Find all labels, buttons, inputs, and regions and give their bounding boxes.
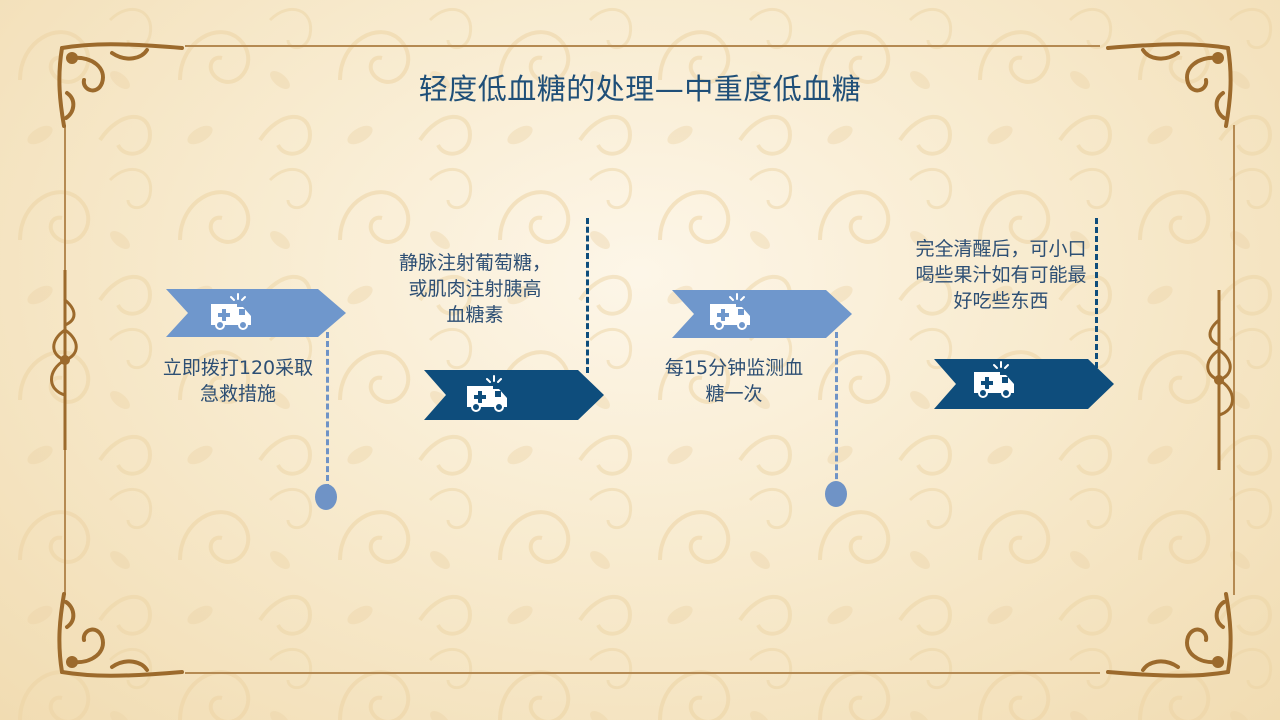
frame-right-line [1233, 125, 1235, 595]
corner-ornament-top-right [1106, 42, 1233, 128]
step-1-endpoint-dot [315, 484, 337, 510]
corner-ornament-bottom-left [57, 592, 184, 678]
step-2-text-line-1: 静脉注射葡萄糖， [398, 252, 551, 274]
step-4-text-line-2: 喝些果汁如有可能最 [915, 264, 1087, 286]
side-ornament-left [50, 270, 78, 450]
ambulance-icon [211, 293, 251, 330]
step-2-text: 静脉注射葡萄糖， 或肌肉注射胰高 血糖素 [382, 250, 568, 328]
step-1-arrow [166, 289, 346, 337]
frame-bottom-line [185, 672, 1100, 674]
step-1-dashed-connector [326, 332, 329, 490]
ambulance-icon [467, 375, 507, 412]
step-2-dashed-connector [586, 218, 589, 373]
ambulance-icon [710, 293, 750, 330]
side-ornament-right [1206, 290, 1234, 470]
step-2-arrow [424, 370, 604, 420]
corner-ornament-bottom-right [1106, 592, 1233, 678]
frame-top-line [185, 45, 1100, 47]
step-3-dashed-connector [835, 332, 838, 488]
step-3-arrow [672, 290, 852, 338]
step-3-text-line-2: 糖一次 [705, 383, 763, 405]
step-3-text: 每15分钟监测血 糖一次 [650, 355, 818, 407]
step-1-text: 立即拨打120采取 急救措施 [146, 355, 330, 407]
step-2-text-line-2: 或肌肉注射胰高 [408, 278, 542, 300]
step-1-text-line-1: 立即拨打120采取 [162, 357, 314, 379]
ambulance-icon [974, 361, 1014, 398]
corner-ornament-top-left [57, 42, 184, 128]
step-3-text-line-1: 每15分钟监测血 [664, 357, 804, 379]
page-title: 轻度低血糖的处理—中重度低血糖 [418, 72, 862, 106]
step-4-text-line-1: 完全清醒后，可小口 [915, 238, 1087, 260]
step-4-text-line-3: 好吃些东西 [953, 290, 1049, 312]
step-3-endpoint-dot [825, 481, 847, 507]
step-2-text-line-3: 血糖素 [446, 304, 504, 326]
step-4-arrow [934, 359, 1114, 409]
step-4-text: 完全清醒后，可小口 喝些果汁如有可能最 好吃些东西 [894, 236, 1108, 314]
step-1-text-line-2: 急救措施 [199, 383, 276, 405]
step-4-dashed-connector [1095, 218, 1098, 368]
